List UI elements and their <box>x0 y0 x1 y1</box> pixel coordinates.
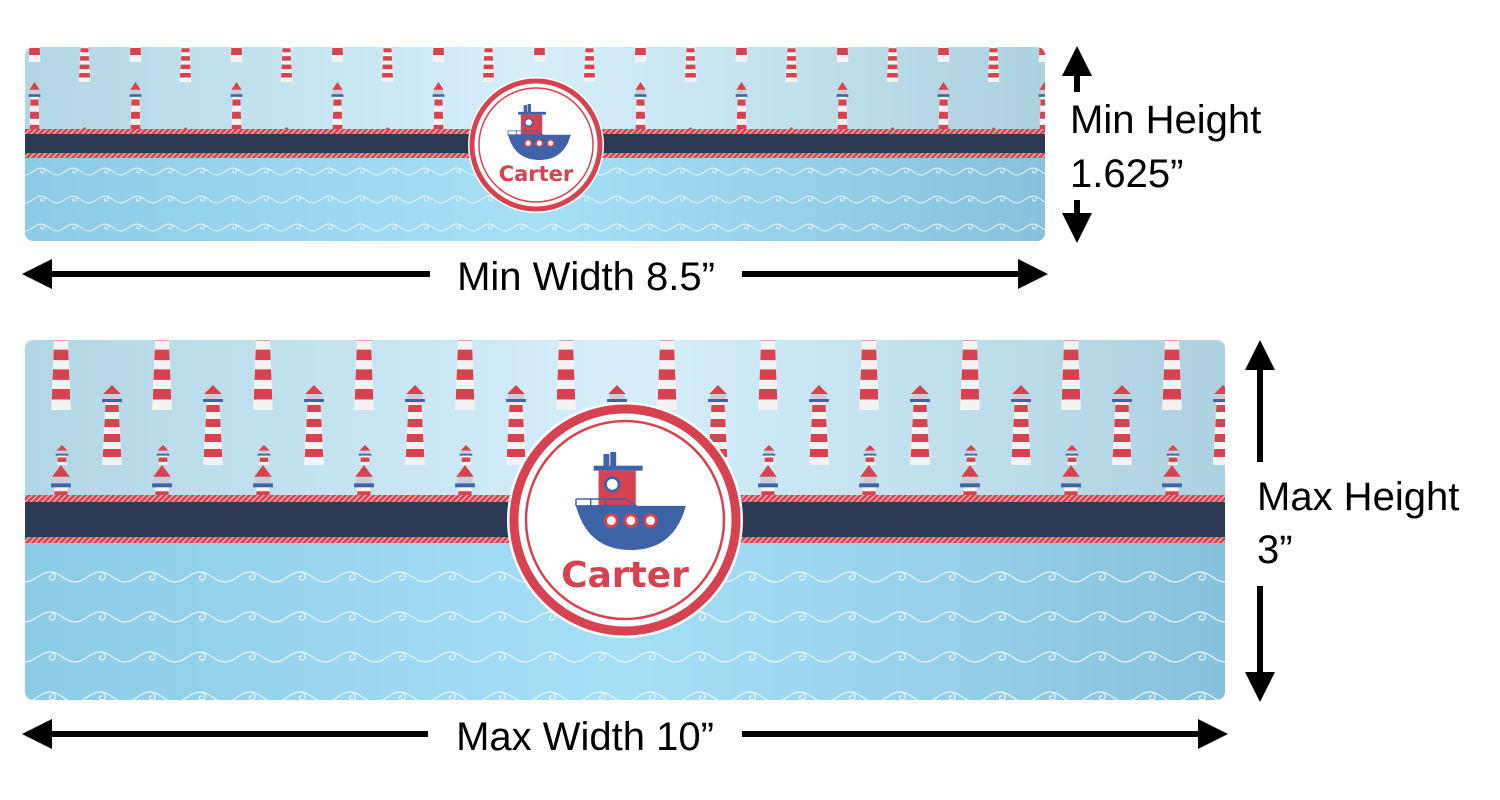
emblem-name-large: Carter <box>561 555 689 596</box>
emblem-name: Carter <box>499 162 574 186</box>
min-height-label: Min Height <box>1070 98 1261 142</box>
min-width-label: Min Width 8.5” <box>457 255 715 299</box>
min-width-dimension: Min Width 8.5” <box>21 255 1048 299</box>
min-height-dimension: Min Height 1.625” <box>1062 46 1261 243</box>
name-emblem: Carter <box>468 77 604 213</box>
max-size-banner: Carter <box>25 340 1225 700</box>
min-height-value: 1.625” <box>1070 152 1183 196</box>
max-width-label: Max Width 10” <box>456 715 714 759</box>
max-height-label: Max Height <box>1257 475 1459 519</box>
max-height-dimension: Max Height 3” <box>1245 340 1459 702</box>
name-emblem-large: Carter <box>507 402 743 638</box>
min-size-banner: Carter <box>25 47 1045 241</box>
max-width-dimension: Max Width 10” <box>21 715 1228 759</box>
max-height-value: 3” <box>1257 528 1293 572</box>
